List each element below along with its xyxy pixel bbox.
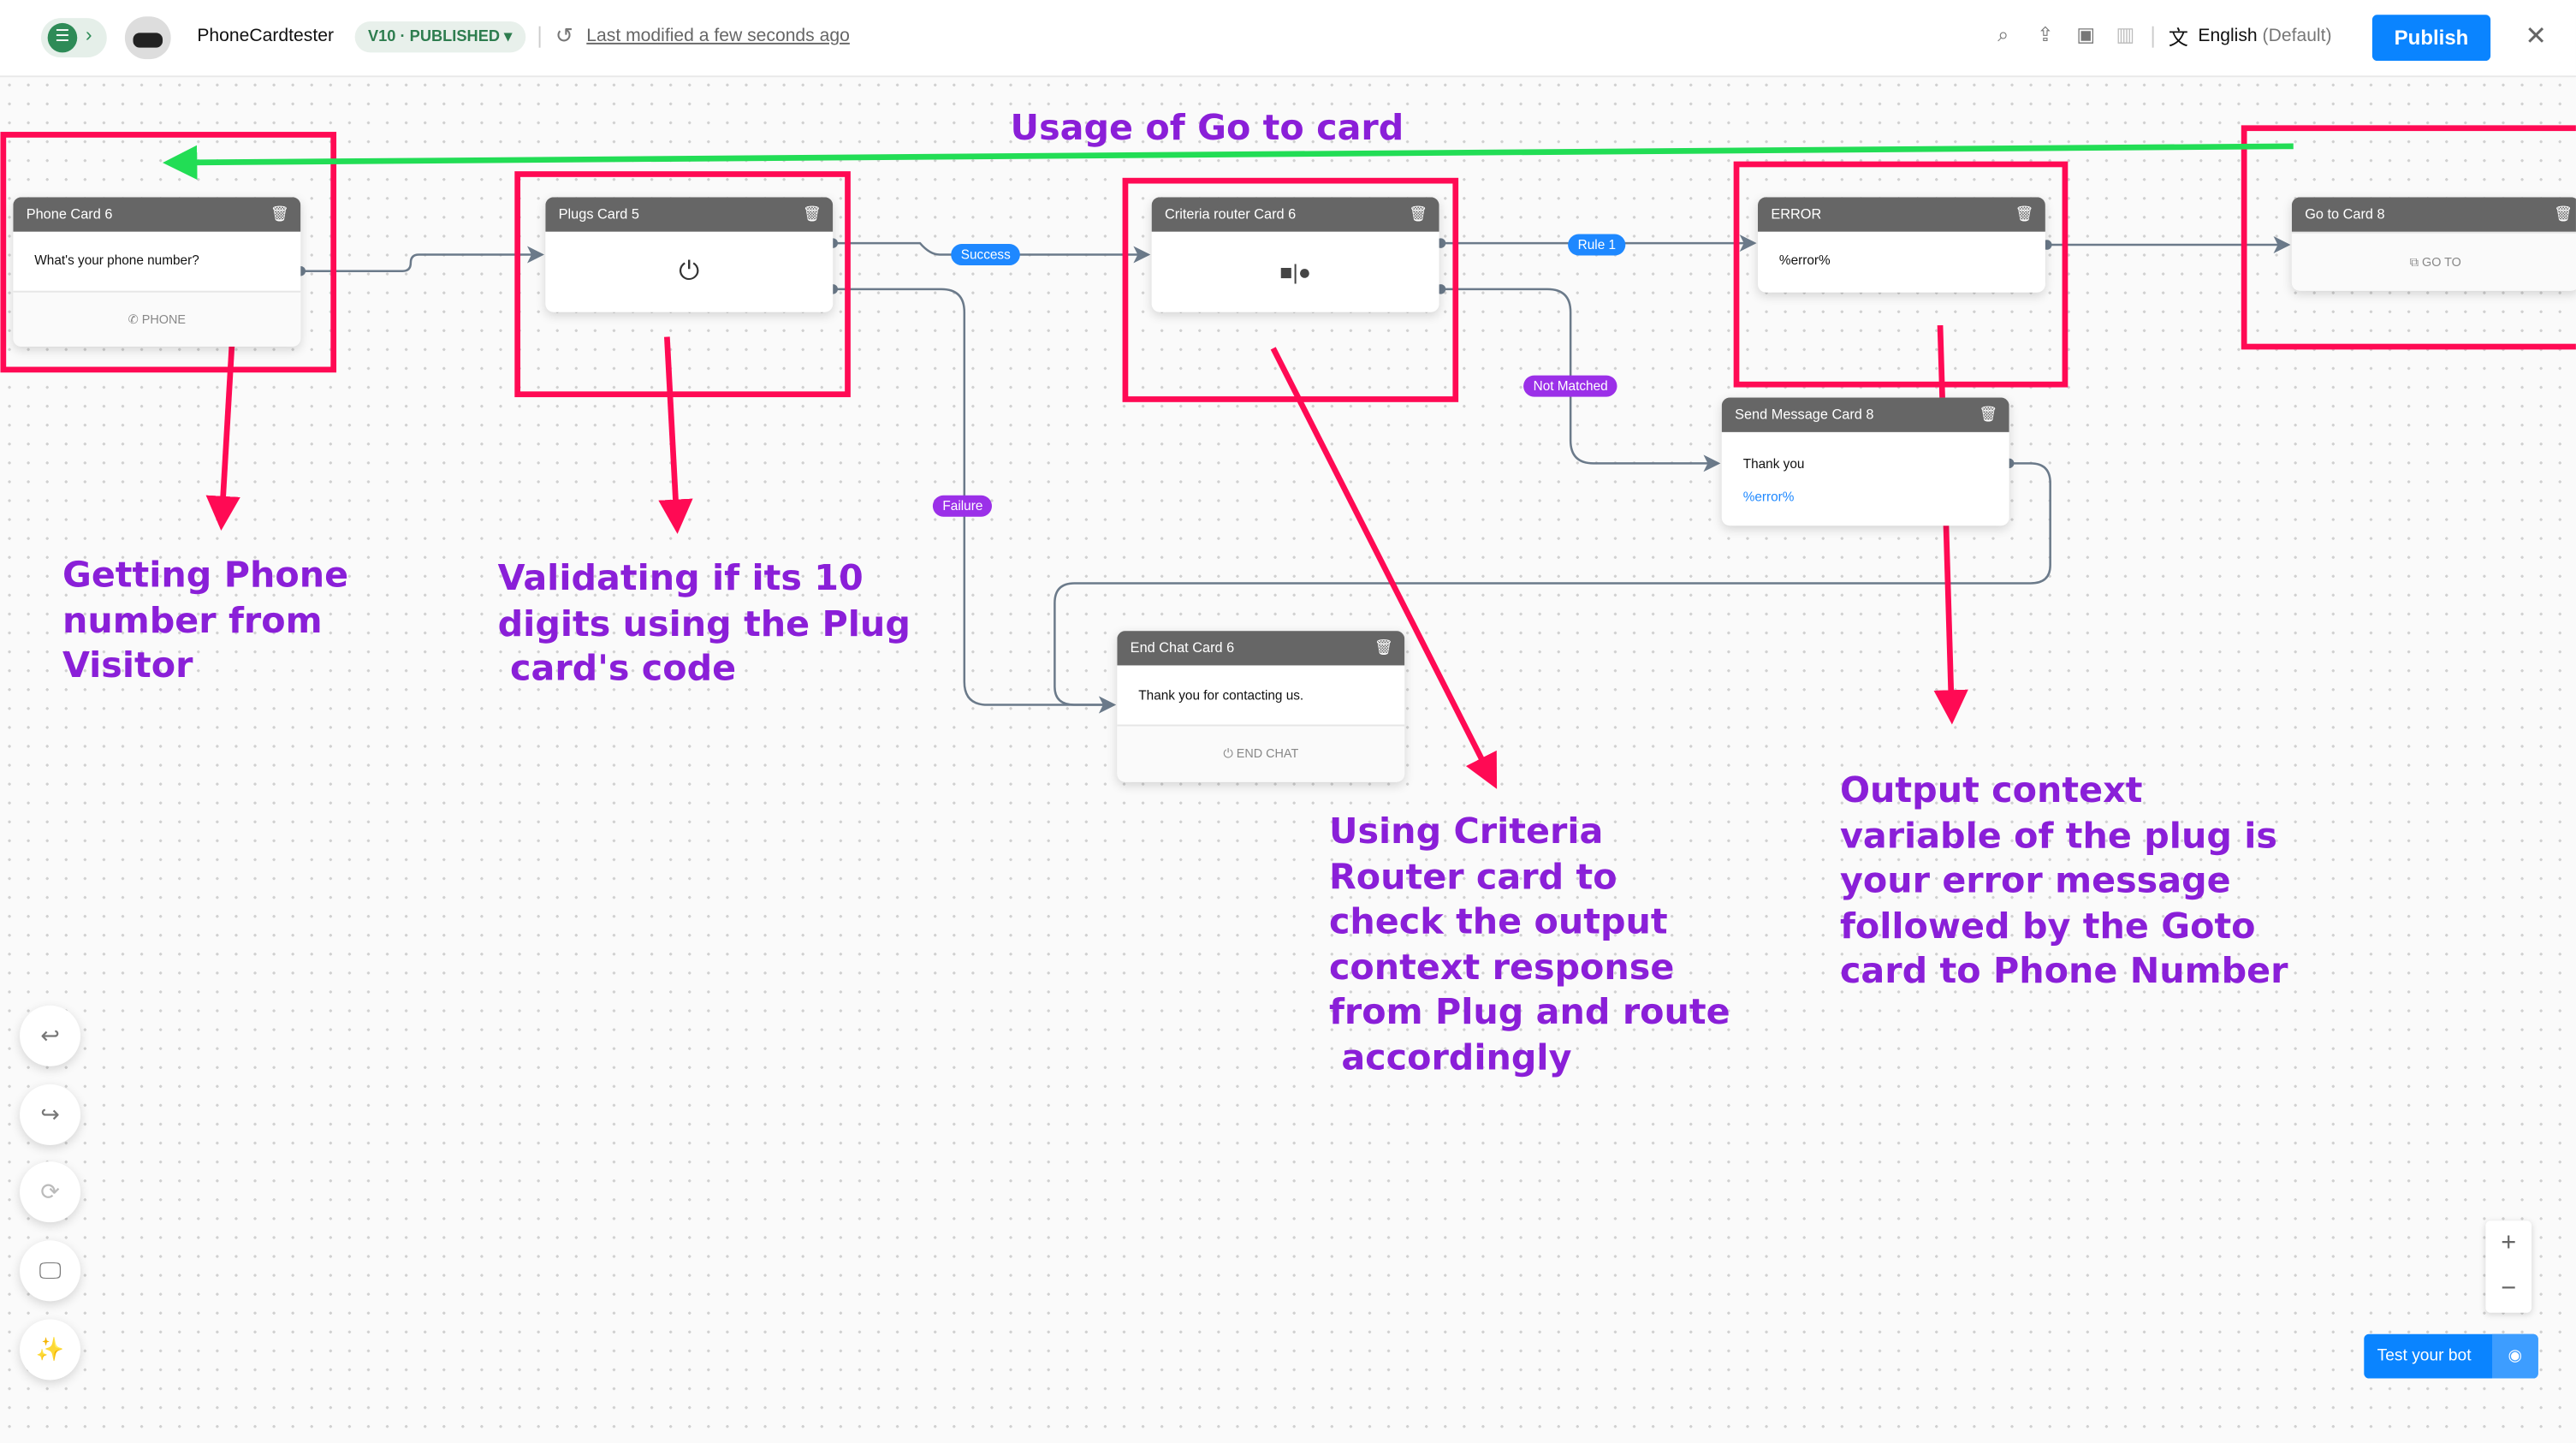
undo-icon: ↩ [40,1021,60,1048]
annotation-error: Output context variable of the plug is y… [1839,770,2288,993]
language-selector[interactable]: English (Default) [2198,27,2331,46]
reset-button[interactable]: ⟳ [20,1161,81,1223]
footer-label: END CHAT [1236,745,1299,761]
trash-icon[interactable]: 🗑 [802,205,822,223]
card-title: End Chat Card 6 [1130,638,1235,656]
card-title: Criteria router Card 6 [1164,205,1297,223]
card-title: Plugs Card 5 [558,205,639,223]
card-title: Send Message Card 8 [1735,406,1874,423]
highlight-box [1122,177,1459,402]
redo-button[interactable]: ↪ [20,1084,81,1145]
annotation-router: Using Criteria Router card to check the … [1328,811,1730,1079]
highlight-box [1733,161,2069,388]
top-bar: ☰› PhoneCardtester V10 · PUBLISHED ▾ ↺ L… [0,0,2576,78]
plug-icon: ⏻ [679,258,700,287]
end-chat-card[interactable]: End Chat Card 6 🗑 Thank you for contactin… [1117,631,1405,782]
annotation-phone: Getting Phone number from Visitor [62,555,349,687]
criteria-router-card[interactable]: Criteria router Card 6 🗑 ■|● [1151,197,1439,312]
close-icon[interactable]: ✕ [2525,22,2548,51]
version: V10 [367,27,396,46]
language-note: (Default) [2262,26,2332,46]
trash-icon[interactable]: 🗑 [1374,638,1393,656]
edge-label-rule1[interactable]: Rule 1 [1568,234,1626,256]
zoom-out-button[interactable]: − [2501,1274,2517,1303]
search-icon[interactable]: ⌕ [1997,22,2009,46]
edge-label-failure[interactable]: Failure [932,495,993,517]
edge-phone-plugs [300,246,544,272]
zoom-in-button[interactable]: + [2501,1228,2517,1257]
annotation-arrow [1270,347,1498,789]
trash-icon[interactable]: 🗑 [2554,205,2573,223]
annotation-goto: Usage of Go to card [1010,108,1404,150]
edge-success [833,241,1151,264]
zoom-controls: + − [2485,1220,2532,1313]
last-modified-link[interactable]: Last modified a few seconds ago [586,26,850,46]
layout-icon[interactable]: ▣ [2076,22,2096,46]
analytics-icon[interactable]: ▥ [2116,22,2135,46]
end-chat-footer: ⏻ END CHAT [1117,724,1405,782]
error-card[interactable]: ERROR 🗑 %error% [1757,197,2045,293]
phone-footer: ✆ PHONE [13,290,301,347]
bot-name: PhoneCardtester [197,26,335,46]
magic-wand-icon: ✨ [35,1335,65,1363]
footer-label: PHONE [141,312,186,328]
test-bot-button[interactable]: Test your bot ◉ [2364,1333,2538,1379]
goto-annotation-arrow [163,143,2294,180]
divider [538,26,541,48]
redo-icon: ↪ [40,1101,60,1127]
trash-icon[interactable]: 🗑 [1409,205,1428,223]
history-icon[interactable]: ↺ [555,22,573,48]
bot-avatar [124,16,171,60]
edge-send-end [1054,462,2051,714]
annotation-arrow [205,320,240,531]
phone-card[interactable]: Phone Card 6🗑 What's your phone number? … [13,197,301,347]
card-question: What's your phone number? [34,252,199,268]
export-icon[interactable]: ⇪ [2037,22,2054,46]
edge-label-success[interactable]: Success [951,244,1021,266]
end-chat-text: Thank you for contacting us. [1138,688,1304,704]
card-title: Phone Card 6 [26,205,113,223]
refresh-icon: ⟳ [40,1178,60,1205]
plugs-card[interactable]: Plugs Card 5 🗑 ⏻ [545,197,834,312]
test-bot-label: Test your bot [2377,1347,2472,1366]
card-title: ERROR [1771,205,1822,223]
edge-label-not-matched[interactable]: Not Matched [1523,375,1618,397]
auto-arrange-button[interactable]: ✨ [20,1319,81,1381]
trash-icon[interactable]: 🗑 [270,205,289,223]
footer-label: GO TO [2422,254,2461,270]
error-variable: %error% [1778,252,1831,268]
eye-icon[interactable]: ◉ [2492,1333,2538,1379]
menu-icon: ☰ [47,22,78,53]
trash-icon[interactable]: 🗑 [2015,205,2034,223]
highlight-box [2241,125,2576,350]
undo-button[interactable]: ↩ [20,1005,81,1066]
goto-card[interactable]: Go to Card 8 🗑 ⧉ GO TO [2291,197,2576,291]
card-title: Go to Card 8 [2305,205,2385,223]
translate-icon: 文 [2168,26,2188,50]
divider [2152,26,2154,48]
preview-button[interactable]: 🖵 [20,1240,81,1302]
language: English [2198,26,2258,46]
message-text: Thank you [1742,456,1805,472]
highlight-box [514,171,851,398]
publish-button[interactable]: Publish [2371,15,2491,62]
annotation-arrow [658,336,693,534]
highlight-box [0,132,337,373]
send-message-card[interactable]: Send Message Card 8 🗑 Thank you %error% [1721,397,2009,526]
router-icon: ■|● [1279,259,1311,285]
trash-icon[interactable]: 🗑 [1979,406,1998,423]
annotation-plug: Validating if its 10 digits using the Pl… [497,558,911,691]
monitor-icon: 🖵 [39,1256,62,1284]
chevron-right-icon: › [85,22,92,46]
menu-toggle[interactable]: ☰› [40,18,107,58]
status-badge: PUBLISHED [409,27,501,46]
message-variable: %error% [1742,490,1795,505]
goto-footer: ⧉ GO TO [2291,231,2576,291]
version-dropdown[interactable]: V10 · PUBLISHED ▾ [354,21,525,53]
